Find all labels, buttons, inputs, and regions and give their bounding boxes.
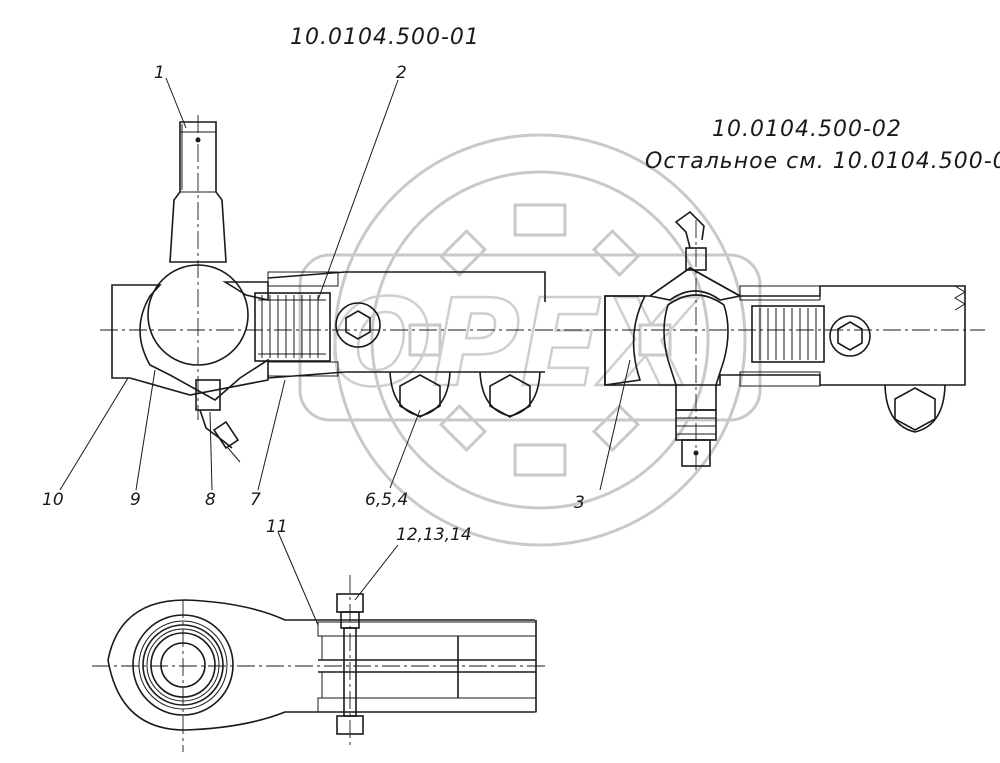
callout-9: 9 <box>130 490 141 510</box>
variant-drawing-number: 10.0104.500-02 <box>712 117 902 142</box>
callout-2: 2 <box>396 63 407 83</box>
left-ball-joint <box>100 115 985 463</box>
callout-8: 8 <box>205 490 216 510</box>
callout-11: 11 <box>266 517 288 537</box>
callout-7: 7 <box>250 490 261 510</box>
right-ball-joint <box>604 210 966 470</box>
spring-right <box>751 305 825 363</box>
watermark-text: OPEX <box>330 275 700 414</box>
callout-10: 10 <box>42 490 64 510</box>
clamp-bolt-upper <box>335 302 381 348</box>
clamp-bolt-right-upper <box>829 315 871 357</box>
callouts: 1 2 3 6,5,4 7 8 9 10 11 12,13,14 <box>42 63 585 545</box>
leader-lines <box>59 77 631 626</box>
grease-fitting-left <box>195 379 241 463</box>
grease-fitting-right <box>674 210 707 271</box>
watermark-logo: OPEX <box>298 133 762 547</box>
plan-view <box>92 575 548 752</box>
callout-6-5-4: 6,5,4 <box>365 490 408 510</box>
clamp-bolt-lower-a <box>389 371 451 418</box>
callout-3: 3 <box>574 493 585 513</box>
variant-note: Остальное см. 10.0104.500-01 <box>645 149 1000 174</box>
callout-12-13-14: 12,13,14 <box>396 525 472 545</box>
clamp-bolt-plan <box>336 575 364 748</box>
main-drawing-number: 10.0104.500-01 <box>290 25 480 50</box>
clamp-bolt-lower-b <box>479 371 541 418</box>
clamp-bolt-right-lower <box>884 384 946 433</box>
callout-1: 1 <box>154 63 165 83</box>
spring-left <box>254 292 331 362</box>
